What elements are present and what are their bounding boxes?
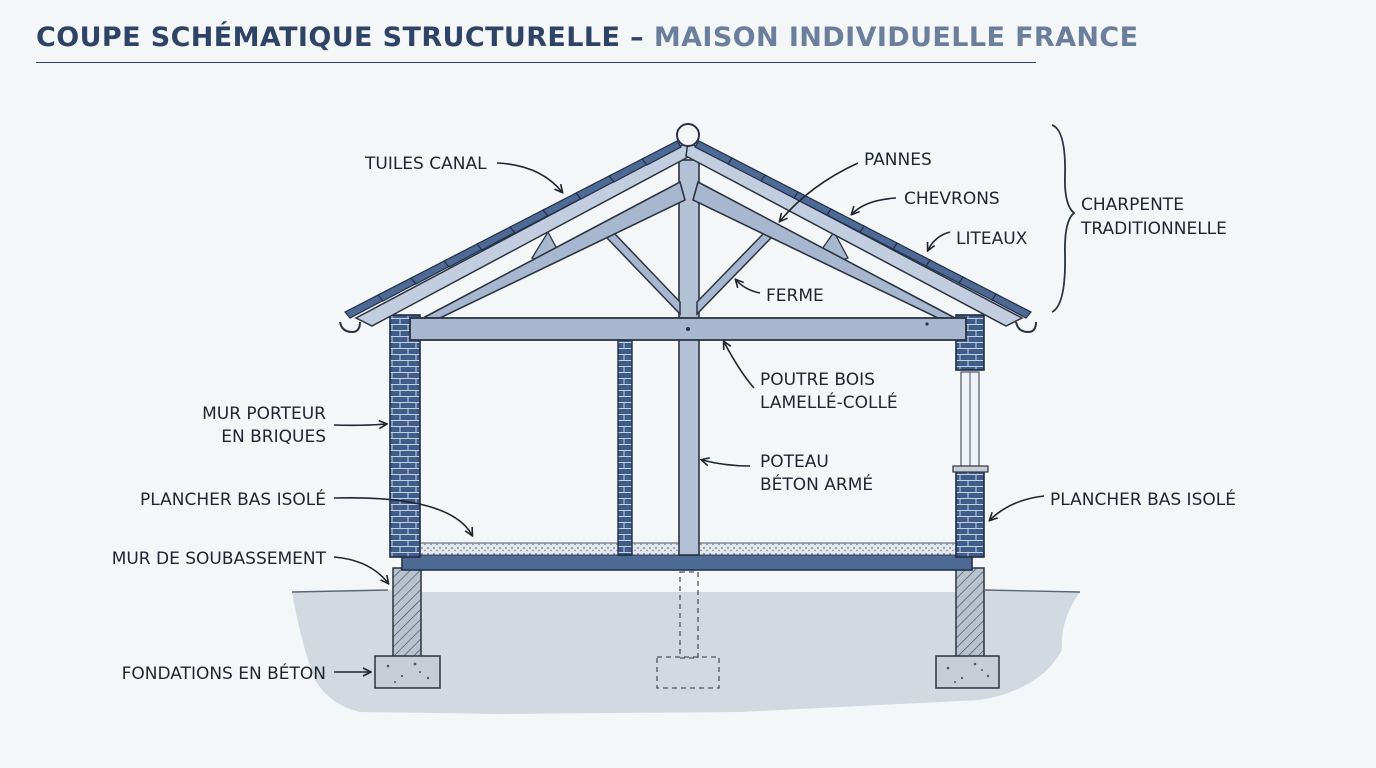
- soubassement-wall-right: [955, 567, 985, 659]
- label-soubassement: MUR DE SOUBASSEMENT: [112, 549, 327, 569]
- chevron-right: [685, 140, 1024, 327]
- label-plancher-right: PLANCHER BAS ISOLÉ: [1050, 488, 1236, 510]
- poteau-arrow: [702, 460, 751, 467]
- ground-line: [291, 589, 1081, 593]
- title-underline: [36, 62, 1036, 63]
- tuiles-canal-arrow: [496, 162, 562, 192]
- label-fondations: FONDATIONS EN BÉTON: [122, 662, 326, 684]
- title-main: COUPE SCHÉMATIQUE STRUCTURELLE: [36, 22, 621, 53]
- roof-tiles-right: [694, 140, 1032, 319]
- poutre-arrow: [724, 342, 755, 389]
- charpente-brace: [1051, 124, 1076, 313]
- poteau-footing-dashed: [656, 656, 720, 689]
- roof-tiles-left: [344, 140, 682, 319]
- foundation-left: [374, 655, 441, 689]
- beam-bolt: [686, 327, 690, 331]
- poteau-beton: [678, 159, 700, 556]
- chevrons-arrow: [852, 197, 897, 214]
- gutter-right: [1015, 321, 1037, 334]
- liteaux-arrow: [928, 231, 951, 250]
- label-poutre-line1: POUTRE BOIS: [760, 370, 875, 390]
- window-sill: [952, 465, 989, 473]
- poteau-underground-dashed: [679, 571, 699, 659]
- title-subtitle: MAISON INDIVIDUELLE FRANCE: [653, 22, 1139, 53]
- floor-slab: [401, 554, 973, 571]
- label-ferme: FERME: [766, 286, 824, 306]
- gutter-left: [339, 321, 361, 334]
- plancher-right-arrow: [990, 495, 1045, 520]
- beam-bolt: [925, 322, 929, 326]
- ground-mass: [292, 590, 1080, 714]
- soubassement-wall-left: [392, 567, 422, 659]
- title-separator: –: [620, 22, 654, 53]
- label-charpente-line2: TRADITIONNELLE: [1080, 219, 1227, 239]
- ferme-strut-right: [696, 232, 773, 316]
- ferme-arrow: [736, 280, 761, 294]
- ridge-tile: [676, 123, 700, 147]
- brick-wall-left: [389, 314, 421, 558]
- soubassement-arrow: [333, 556, 388, 583]
- label-poteau-line1: POTEAU: [760, 452, 829, 472]
- label-plancher-left: PLANCHER BAS ISOLÉ: [140, 488, 326, 510]
- ferme-strut-left: [605, 232, 681, 316]
- interior-partition: [617, 339, 633, 556]
- label-poteau-line2: BÉTON ARMÉ: [760, 473, 873, 495]
- foundation-aggregate-dots: [386, 662, 990, 683]
- foundation-right: [935, 655, 1000, 689]
- label-charpente-line1: CHARPENTE: [1081, 195, 1184, 215]
- label-mur-porteur-line1: MUR PORTEUR: [202, 404, 326, 424]
- mur-porteur-arrow: [333, 424, 386, 425]
- label-tuiles-canal: TUILES CANAL: [364, 154, 487, 174]
- label-mur-porteur-line2: EN BRIQUES: [221, 427, 326, 447]
- page-title: COUPE SCHÉMATIQUE STRUCTURELLE – MAISON …: [36, 22, 1138, 53]
- label-pannes: PANNES: [864, 150, 932, 170]
- plancher-left-arrow: [333, 496, 472, 535]
- label-chevrons: CHEVRONS: [904, 189, 1000, 209]
- label-poutre-line2: LAMELLÉ-COLLÉ: [760, 391, 898, 413]
- label-liteaux: LITEAUX: [956, 229, 1028, 249]
- pannes-arrow: [780, 162, 859, 221]
- brick-wall-right-lower: [955, 469, 985, 558]
- ferme-rafter-left: [422, 180, 686, 319]
